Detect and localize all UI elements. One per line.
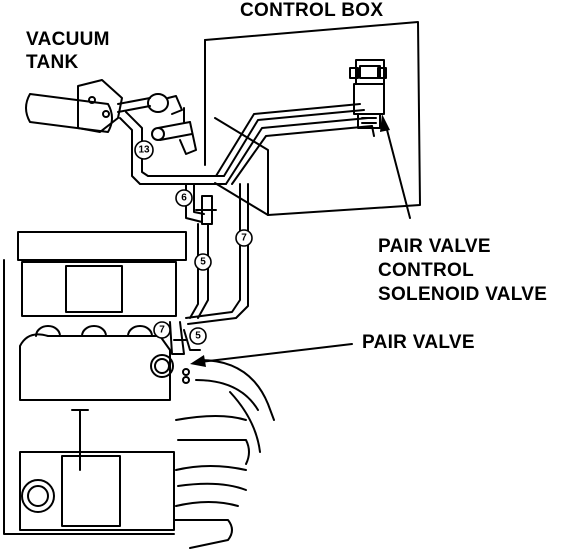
hose-marker-7-right xyxy=(235,229,253,247)
hose-number-7-lower: 7 xyxy=(159,325,165,336)
solenoid-label-line2: CONTROL xyxy=(378,260,475,281)
hose-marker-5-lower xyxy=(189,327,207,345)
engine-block xyxy=(3,231,275,549)
solenoid-arrowhead xyxy=(380,114,390,132)
hose-marker-7-lower xyxy=(153,321,171,339)
upper-hose-run xyxy=(215,103,375,185)
hose-marker-5-middle xyxy=(194,253,212,271)
solenoid-leader-arrow xyxy=(385,125,411,219)
hose-13 xyxy=(119,111,227,185)
vacuum-tank-label-line1: VACUUM xyxy=(26,29,110,50)
pair-valve-arrowhead xyxy=(190,355,206,367)
check-valve-icon xyxy=(151,107,197,155)
pair-valve-icon xyxy=(150,321,201,384)
hose-number-7-right: 7 xyxy=(241,233,247,244)
vacuum-tank-icon xyxy=(25,79,183,133)
hose-marker-6 xyxy=(175,189,193,207)
control-box-label: CONTROL BOX xyxy=(240,0,384,21)
hose-number-5-lower: 5 xyxy=(195,331,201,342)
hose-5-middle xyxy=(189,195,217,319)
hose-marker-13 xyxy=(134,140,154,160)
pair-valve-label: PAIR VALVE xyxy=(362,332,475,353)
control-box-panel xyxy=(204,21,421,216)
solenoid-label-line3: SOLENOID VALVE xyxy=(378,284,548,305)
solenoid-valve-icon xyxy=(349,59,387,129)
hose-number-6: 6 xyxy=(181,193,187,204)
hose-number-13: 13 xyxy=(138,145,150,156)
pair-valve-leader-arrow xyxy=(199,343,353,363)
vacuum-tank-label-line2: TANK xyxy=(26,52,79,73)
hose-number-5-middle: 5 xyxy=(200,257,206,268)
solenoid-label-line1: PAIR VALVE xyxy=(378,236,491,257)
hose-7-right xyxy=(185,183,249,325)
